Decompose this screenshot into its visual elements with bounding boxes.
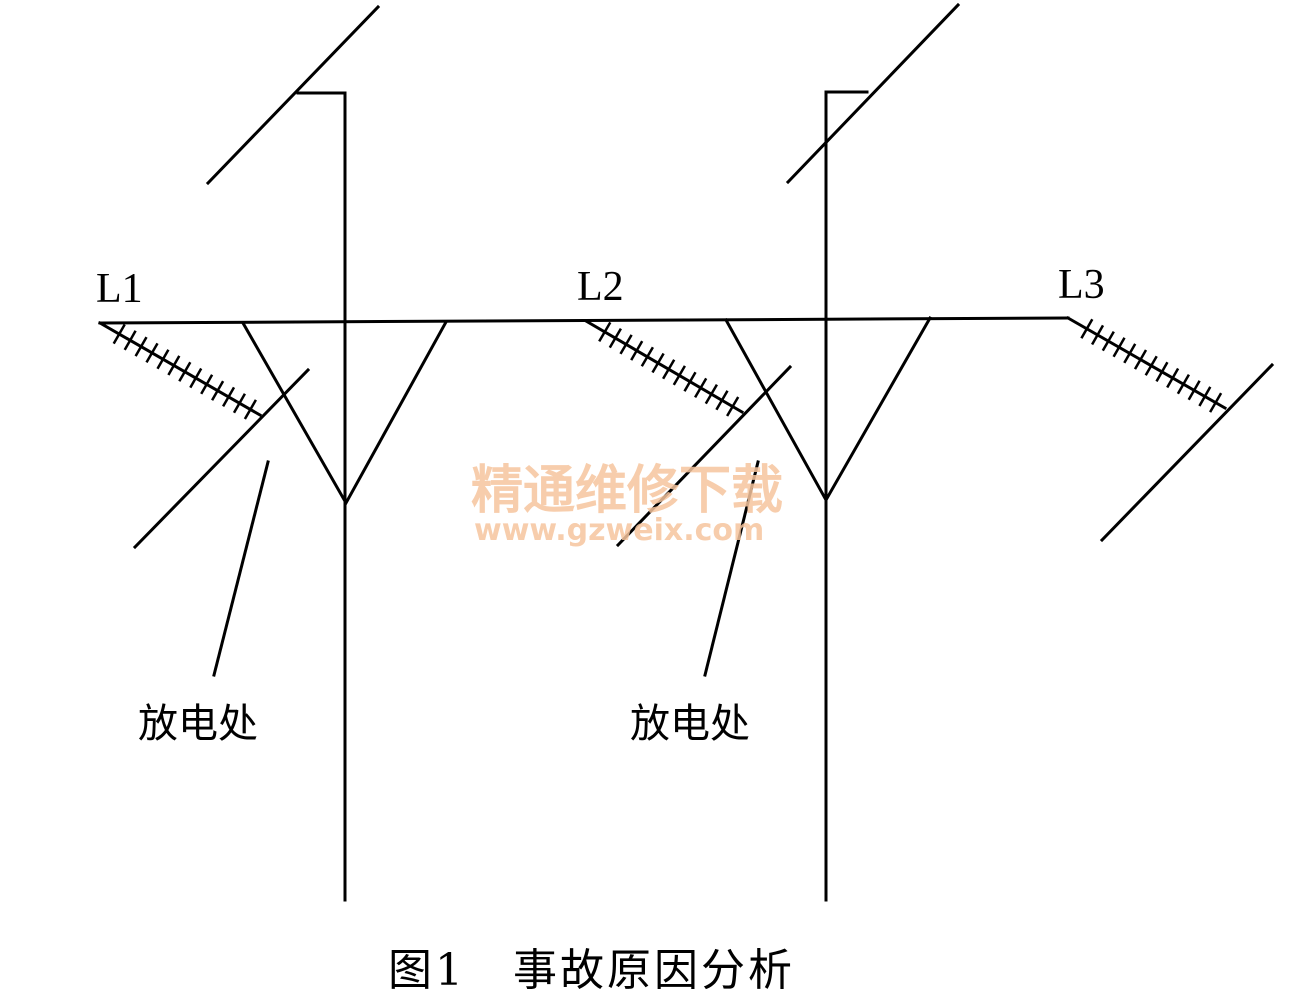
insulator-right-hatch: [1123, 343, 1137, 364]
insulator-left-hatch: [134, 336, 148, 357]
insulator-middle-hatches: [598, 321, 740, 417]
figure-caption: 图1 事故原因分析: [388, 945, 795, 996]
insulator-middle-hatch: [651, 352, 665, 374]
leader-line-left: [212, 460, 270, 677]
pole-right-v-bracket: [723, 315, 933, 504]
insulator-right-hatch: [1091, 324, 1105, 346]
label-l2: L2: [577, 264, 624, 310]
insulator-left-hatch: [211, 380, 225, 401]
insulator-left-hatches: [112, 323, 257, 420]
insulator-middle-hatch: [619, 334, 633, 355]
insulator-left-hatch: [222, 386, 236, 408]
insulator-right-hatch: [1166, 367, 1180, 389]
insulator-left-hatch: [189, 367, 203, 389]
ground-slant-right: [1099, 362, 1275, 543]
insulator-middle-hatch: [726, 396, 740, 417]
insulator-middle-hatch: [662, 359, 676, 380]
insulator-right-hatch: [1187, 380, 1201, 401]
insulator-middle-hatch: [598, 321, 612, 343]
insulator-left-hatch: [145, 342, 159, 364]
pole-left-top-slant: [205, 4, 381, 186]
insulator-left-hatch: [123, 330, 137, 351]
ground-slant-middle: [615, 364, 793, 548]
pole-left-v-bracket: [240, 319, 449, 507]
pole-right: [723, 2, 961, 902]
insulator-right-hatches: [1080, 318, 1223, 413]
insulator-middle-hatch: [672, 365, 686, 386]
insulator-left-hatch: [167, 355, 181, 376]
insulator-middle-hatch: [608, 327, 622, 349]
insulator-right-hatch: [1144, 355, 1158, 376]
label-discharge-right: 放电处: [630, 701, 750, 747]
pole-right-post: [824, 90, 869, 902]
pole-right-top-slant: [785, 2, 961, 185]
insulator-left-hatch: [232, 393, 246, 414]
insulator-left: [97, 320, 263, 420]
insulator-middle-hatch: [640, 346, 654, 367]
insulator-middle-hatch: [715, 390, 729, 411]
leader-line-right: [703, 460, 760, 677]
pole-left: [205, 4, 449, 902]
label-l1: L1: [96, 266, 143, 312]
insulator-right: [1065, 315, 1228, 413]
insulator-right-hatch: [1080, 318, 1094, 339]
insulator-right-hatch: [1112, 337, 1126, 358]
insulator-right-hatch: [1176, 373, 1190, 395]
watermark-text: 精通维修下载: [471, 461, 783, 521]
insulator-left-hatch: [112, 323, 126, 345]
insulator-middle-hatch: [704, 383, 718, 405]
insulator-right-hatch: [1101, 330, 1115, 352]
insulator-middle-hatch: [694, 377, 708, 399]
insulator-left-hatch: [200, 374, 214, 395]
ground-slant-left: [132, 367, 311, 550]
insulator-right-hatch: [1133, 349, 1148, 370]
insulator-middle-hatch: [630, 340, 644, 361]
insulator-right-hatch: [1198, 386, 1212, 407]
watermark-url: www.gzweix.com: [474, 513, 764, 548]
insulator-right-hatch: [1209, 392, 1223, 413]
insulator-left-hatch: [156, 349, 170, 370]
insulator-middle: [583, 318, 745, 417]
label-discharge-left: 放电处: [138, 701, 258, 747]
insulator-left-hatch: [243, 399, 257, 420]
pole-left-post: [296, 91, 347, 902]
insulator-right-hatch: [1155, 361, 1169, 383]
label-l3: L3: [1058, 262, 1105, 308]
insulator-middle-hatch: [683, 371, 697, 392]
main-conductor: [98, 316, 1070, 325]
insulator-left-hatch: [178, 361, 192, 382]
